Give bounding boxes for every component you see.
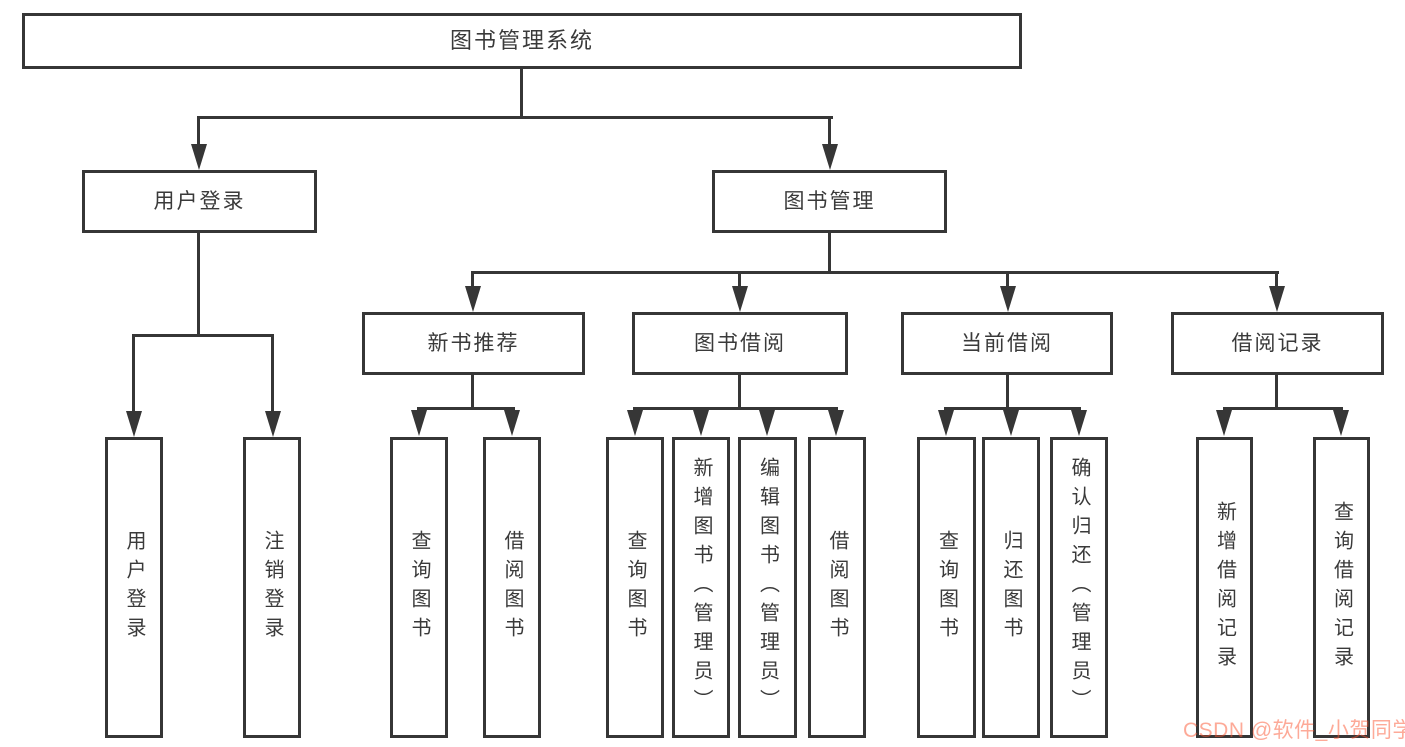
connector-stem xyxy=(1006,274,1009,288)
connector-userlogin-split xyxy=(132,334,274,337)
arrowhead-down-icon xyxy=(828,410,844,436)
connector-level2-split xyxy=(197,116,833,119)
node-label: 借阅图书 xyxy=(826,529,848,646)
connector-newbook-split xyxy=(417,407,515,410)
node-book-management: 图书管理 xyxy=(712,170,947,233)
arrowhead-down-icon xyxy=(191,144,207,170)
leaf-logout: 注销登录 xyxy=(243,437,301,738)
arrowhead-down-icon xyxy=(1071,410,1087,436)
connector-newbook-stem xyxy=(471,375,474,409)
leaf-return-books: 归还图书 xyxy=(982,437,1040,738)
arrowhead-down-icon xyxy=(759,410,775,436)
connector-borrowrecord-stem xyxy=(1275,375,1278,409)
node-label: 当前借阅 xyxy=(961,331,1053,355)
connector-currentborrow-stem xyxy=(1006,375,1009,409)
arrowhead-down-icon xyxy=(265,411,281,437)
node-label: 新增借阅记录 xyxy=(1213,500,1236,675)
node-user-login: 用户登录 xyxy=(82,170,317,233)
arrowhead-down-icon xyxy=(411,410,427,436)
node-label: 查询图书 xyxy=(624,529,646,646)
arrowhead-down-icon xyxy=(822,144,838,170)
connector-borrowrecord-split xyxy=(1223,407,1343,410)
connector-stem xyxy=(132,337,135,413)
arrowhead-down-icon xyxy=(1333,410,1349,436)
arrowhead-down-icon xyxy=(465,286,481,312)
arrowhead-down-icon xyxy=(1000,286,1016,312)
connector-bookborrow-stem xyxy=(738,375,741,409)
leaf-borrow-books: 借阅图书 xyxy=(483,437,541,738)
node-label: 确认归还（管理员） xyxy=(1068,457,1090,718)
arrowhead-down-icon xyxy=(126,411,142,437)
node-label: 用户登录 xyxy=(123,529,145,646)
arrowhead-down-icon xyxy=(627,410,643,436)
node-label: 新书推荐 xyxy=(427,331,520,355)
leaf-query-borrow-record: 查询借阅记录 xyxy=(1313,437,1370,738)
leaf-user-login: 用户登录 xyxy=(105,437,163,738)
arrowhead-down-icon xyxy=(732,286,748,312)
leaf-query-books: 查询图书 xyxy=(390,437,448,738)
node-label: 借阅图书 xyxy=(501,529,523,646)
connector-stem xyxy=(1275,274,1278,288)
node-borrowing-records: 借阅记录 xyxy=(1171,312,1384,375)
arrowhead-down-icon xyxy=(504,410,520,436)
node-current-borrowing: 当前借阅 xyxy=(901,312,1113,375)
connector-stem xyxy=(197,119,200,146)
node-label: 查询借阅记录 xyxy=(1330,500,1353,675)
node-label: 查询图书 xyxy=(935,529,958,646)
connector-stem xyxy=(471,274,474,288)
leaf-confirm-return-admin: 确认归还（管理员） xyxy=(1050,437,1108,738)
arrowhead-down-icon xyxy=(938,410,954,436)
connector-level3-split xyxy=(471,271,1279,274)
connector-stem xyxy=(828,119,831,146)
leaf-add-books-admin: 新增图书（管理员） xyxy=(672,437,730,738)
node-label: 用户登录 xyxy=(153,189,246,213)
node-label: 新增图书（管理员） xyxy=(690,457,712,718)
leaf-query-books: 查询图书 xyxy=(917,437,976,738)
connector-bookmgmt-stem xyxy=(828,233,831,273)
arrowhead-down-icon xyxy=(1003,410,1019,436)
node-library-system: 图书管理系统 xyxy=(22,13,1022,69)
connector-stem xyxy=(738,274,741,288)
connector-root-stem xyxy=(520,69,523,119)
node-label: 编辑图书（管理员） xyxy=(756,457,779,718)
arrowhead-down-icon xyxy=(1269,286,1285,312)
arrowhead-down-icon xyxy=(693,410,709,436)
node-label: 查询图书 xyxy=(408,529,430,646)
node-label: 图书管理系统 xyxy=(449,27,594,53)
leaf-query-books: 查询图书 xyxy=(606,437,664,738)
arrowhead-down-icon xyxy=(1216,410,1232,436)
leaf-add-borrow-record: 新增借阅记录 xyxy=(1196,437,1253,738)
node-book-borrowing: 图书借阅 xyxy=(632,312,848,375)
leaf-borrow-books: 借阅图书 xyxy=(808,437,866,738)
node-label: 图书管理 xyxy=(783,189,876,213)
connector-stem xyxy=(271,337,274,413)
node-label: 图书借阅 xyxy=(694,331,786,355)
node-label: 借阅记录 xyxy=(1231,331,1324,355)
connector-currentborrow-split xyxy=(944,407,1081,410)
node-label: 注销登录 xyxy=(261,529,283,646)
connector-userlogin-stem xyxy=(197,233,200,336)
leaf-edit-books-admin: 编辑图书（管理员） xyxy=(738,437,797,738)
node-new-book-recommend: 新书推荐 xyxy=(362,312,585,375)
csdn-watermark: CSDN @软件_小贺同学 xyxy=(1183,719,1405,742)
connector-bookborrow-split xyxy=(633,407,838,410)
node-label: 归还图书 xyxy=(1000,529,1022,646)
